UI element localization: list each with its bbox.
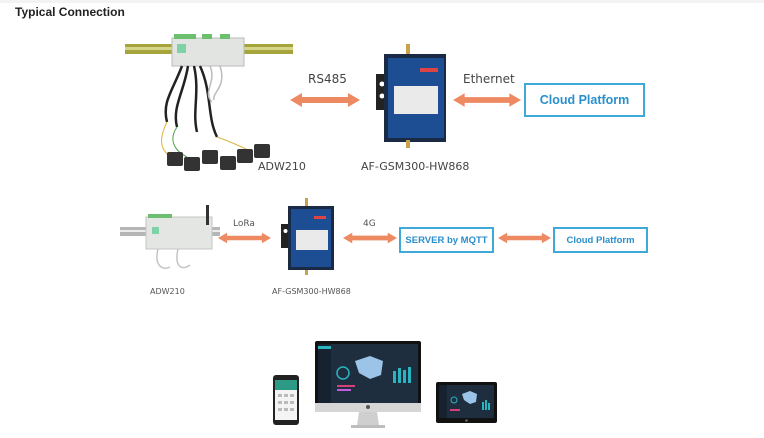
lora-bidirectional-arrow [218,232,271,244]
rs485-bidirectional-arrow [290,93,360,107]
adw210-meter-with-cts-image [125,34,293,171]
tablet-image [436,382,497,423]
4g-bidirectional-arrow [343,232,397,244]
ethernet-link-label: Ethernet [463,72,515,86]
row2-gateway-label: AF-GSM300-HW868 [272,287,351,296]
row1-device-label: ADW210 [258,160,306,173]
adw210-lora-meter-image [120,205,220,269]
ethernet-bidirectional-arrow [453,93,521,107]
4g-link-label: 4G [363,219,376,229]
top-band [0,0,764,3]
mqtt-cloud-bidirectional-arrow [498,232,551,244]
row1-cloud-platform-box: Cloud Platform [524,83,645,117]
row1-gateway-label: AF-GSM300-HW868 [361,160,470,173]
lora-link-label: LoRa [233,219,255,229]
row1-gateway-image [376,44,446,148]
server-by-mqtt-box: SERVER by MQTT [399,227,494,253]
rs485-link-label: RS485 [308,72,347,86]
row2-cloud-platform-box: Cloud Platform [553,227,648,253]
row2-gateway-image [281,198,334,275]
row2-device-label: ADW210 [150,287,185,296]
section-title: Typical Connection [15,5,125,19]
desktop-monitor-image [315,341,421,428]
smartphone-image [273,375,299,425]
